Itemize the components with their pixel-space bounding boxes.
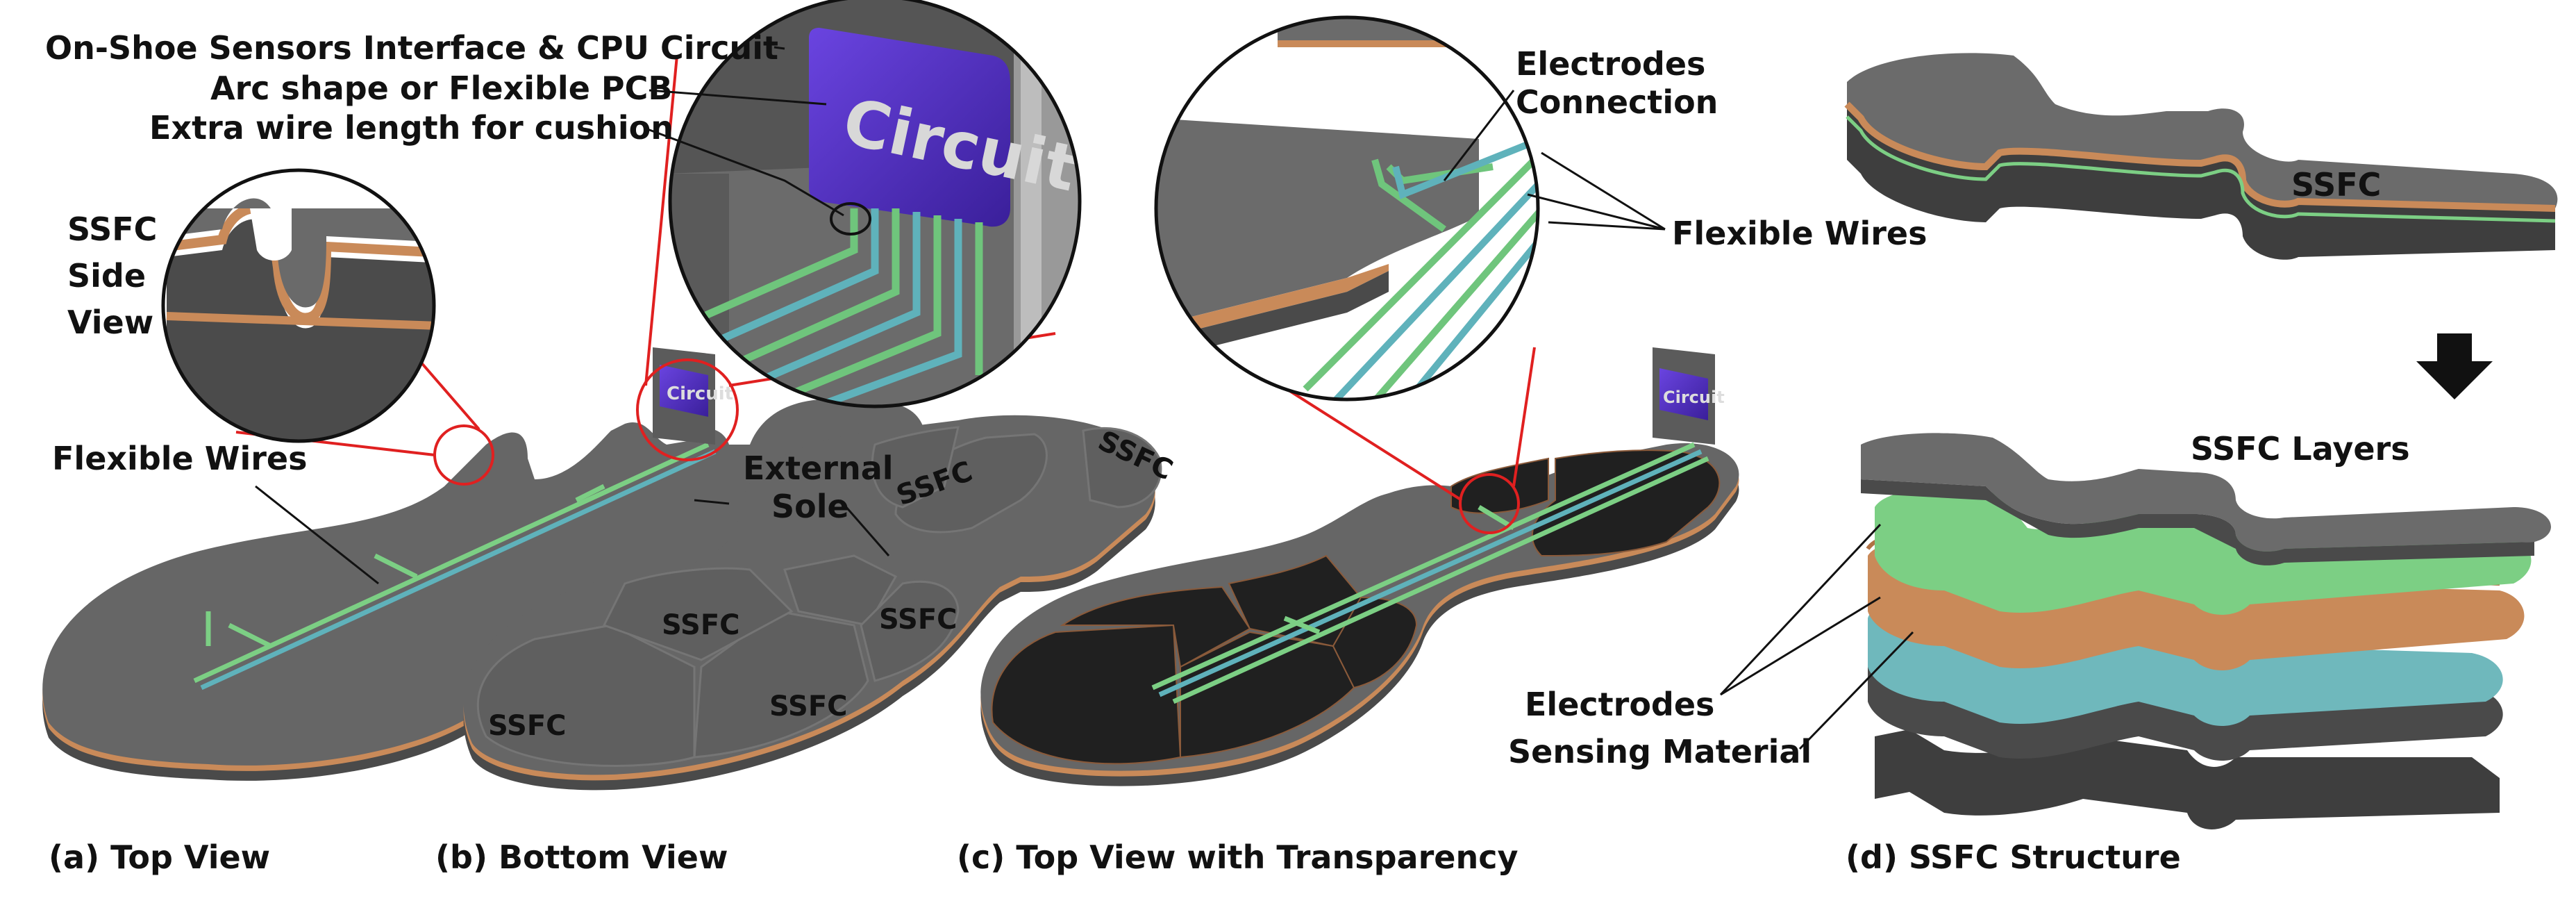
- label-ssfc-side-3: View: [67, 304, 153, 341]
- panel-c-transparent-view: Circuit: [980, 15, 1739, 786]
- label-flexible-wires-c: Flexible Wires: [1672, 215, 1927, 252]
- label-electrodes-conn-2: Connection: [1516, 83, 1718, 121]
- label-ssfc-side-2: Side: [67, 257, 146, 295]
- panel-a-top-view: Circuit: [42, 0, 1082, 781]
- circuit-label-c: Circuit: [1663, 388, 1725, 407]
- callout-circle-electrodes: [1459, 473, 1520, 534]
- ssfc-label-b3: SSFC: [488, 710, 567, 742]
- circuit-label-a: Circuit: [667, 383, 733, 404]
- label-ssfc-side-1: SSFC: [67, 210, 157, 248]
- label-flexible-wires-a: Flexible Wires: [52, 440, 308, 477]
- circuit-box-a: Circuit: [653, 347, 733, 445]
- ssfc-layers-label: SSFC Layers: [2191, 430, 2410, 468]
- panel-d-structure: SSFC SSFC Layers: [1719, 53, 2558, 829]
- insole-a: [42, 399, 926, 781]
- ssfc-assembled: SSFC: [1844, 53, 2558, 260]
- caption-d: (d) SSFC Structure: [1846, 838, 2181, 876]
- ssfc-label-d-top: SSFC: [2291, 166, 2381, 204]
- caption-b: (b) Bottom View: [435, 838, 728, 876]
- label-external: External: [743, 449, 894, 487]
- label-extra-wire: Extra wire length for cushion: [149, 109, 674, 147]
- caption-a: (a) Top View: [49, 838, 270, 876]
- annotation-labels: On-Shoe Sensors Interface & CPU Circuit …: [45, 29, 1927, 770]
- ssfc-layers-exploded: [1861, 433, 2551, 829]
- label-electrodes: Electrodes: [1525, 686, 1714, 723]
- down-arrow-icon: [2416, 333, 2493, 399]
- label-electrodes-conn-1: Electrodes: [1516, 45, 1705, 83]
- label-on-shoe-interface: On-Shoe Sensors Interface & CPU Circuit: [45, 29, 778, 67]
- ssfc-label-b2: SSFC: [879, 604, 957, 636]
- electrodes-magnifier: [1154, 15, 1540, 402]
- callout-circle-circuit: [636, 358, 739, 461]
- panel-captions: (a) Top View (b) Bottom View (c) Top Vie…: [49, 838, 2181, 876]
- panel-b-bottom-view: SSFC SSFC SSFC SSFC SSFC SSFC: [463, 415, 1178, 791]
- label-sole: Sole: [771, 488, 849, 525]
- ssfc-side-view-magnifier: [161, 168, 436, 443]
- insole-c: Circuit: [980, 347, 1739, 786]
- label-arc-shape: Arc shape or Flexible PCB: [210, 69, 672, 107]
- outsole-b: [463, 415, 1162, 791]
- ssfc-label-b4: SSFC: [769, 691, 848, 722]
- caption-c: (c) Top View with Transparency: [957, 838, 1518, 876]
- label-sensing-material: Sensing Material: [1508, 733, 1812, 770]
- ssfc-label-b1: SSFC: [662, 609, 740, 641]
- wires-a: [193, 442, 717, 691]
